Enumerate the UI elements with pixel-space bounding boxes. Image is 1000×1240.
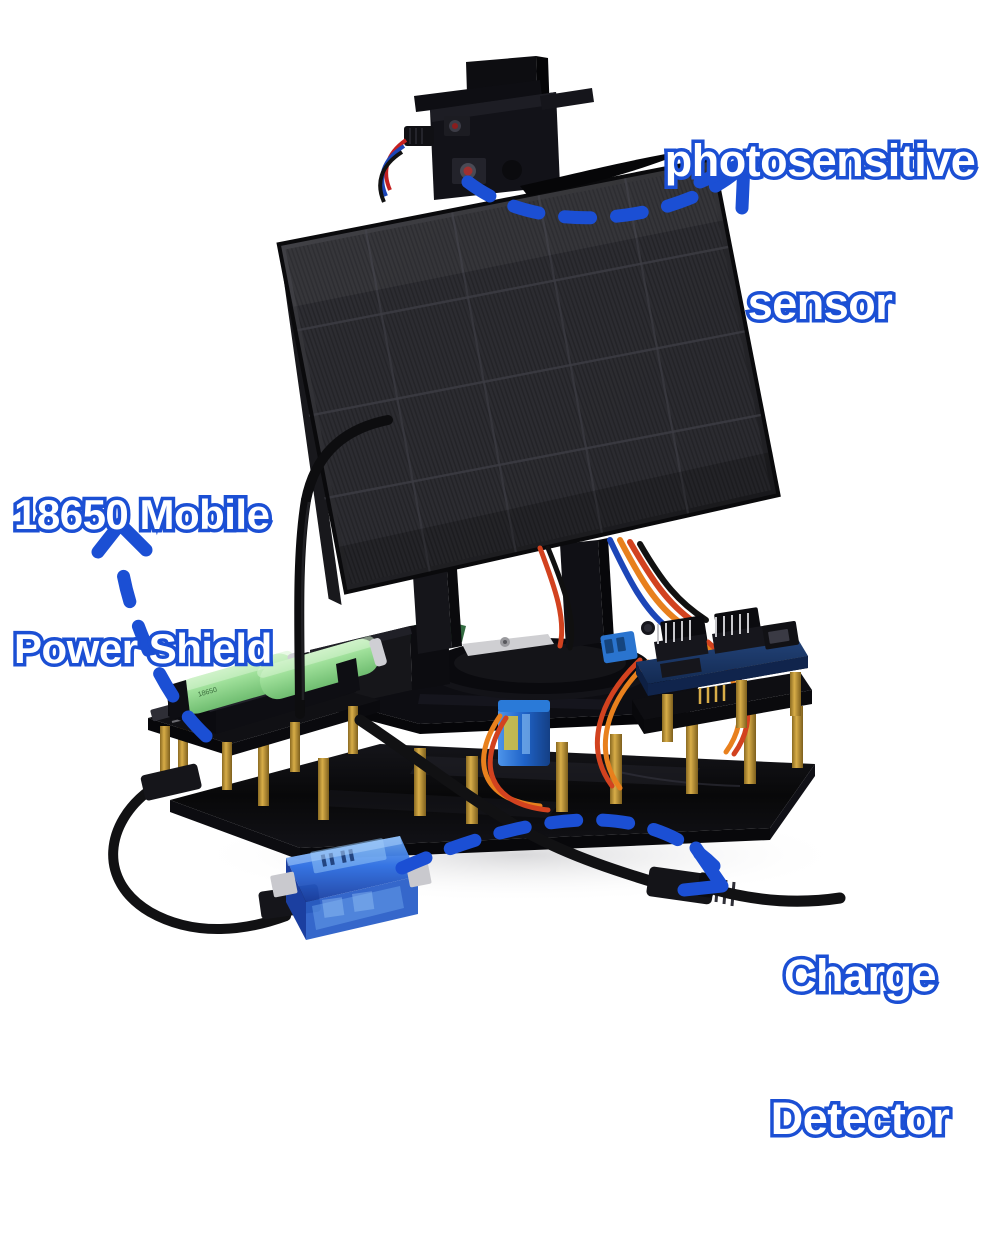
hardware-illustration: 18650 (108, 56, 850, 940)
solar-panel (276, 156, 781, 606)
arrow-photosensitive-sensor (461, 165, 743, 225)
arrow-head-power-shield (91, 517, 153, 559)
label-photosensitive-sensor: photosensitive sensor (650, 42, 990, 424)
photosensitive-sensor-module (378, 56, 690, 203)
label-line: 18650 Mobile (11, 489, 274, 540)
brass-standoff-group-shield (662, 672, 801, 742)
usb-charge-detector (270, 836, 432, 940)
arduino-sensor-shield (600, 607, 812, 734)
label-line: Charge (780, 949, 940, 1003)
annotation-arrow-layer (91, 156, 751, 897)
label-charge-detector: Charge Detector (735, 857, 985, 1239)
product-photo-canvas: 18650 (10, 42, 990, 1147)
servo-horn (462, 634, 554, 656)
label-power-shield: 18650 Mobile Power Shield (11, 404, 324, 760)
arrow-power-shield (113, 545, 213, 743)
panel-support-arms (412, 538, 614, 654)
power-cable (294, 415, 393, 719)
arrow-charge-detector (395, 813, 721, 875)
acrylic-base-plate (170, 744, 815, 860)
18650-battery-cells: 18650 (175, 636, 387, 714)
usb-connector-left-top (140, 763, 202, 801)
label-line: Detector (767, 1092, 953, 1146)
arrow-head-photosensitive-sensor (693, 156, 751, 215)
arrow-head-charge-detector (677, 841, 729, 897)
label-line: sensor (744, 277, 896, 331)
servo-motor (498, 700, 550, 766)
usb-cable-left (108, 785, 291, 935)
label-line: photosensitive (661, 134, 979, 188)
label-line: Power Shield (11, 623, 276, 674)
